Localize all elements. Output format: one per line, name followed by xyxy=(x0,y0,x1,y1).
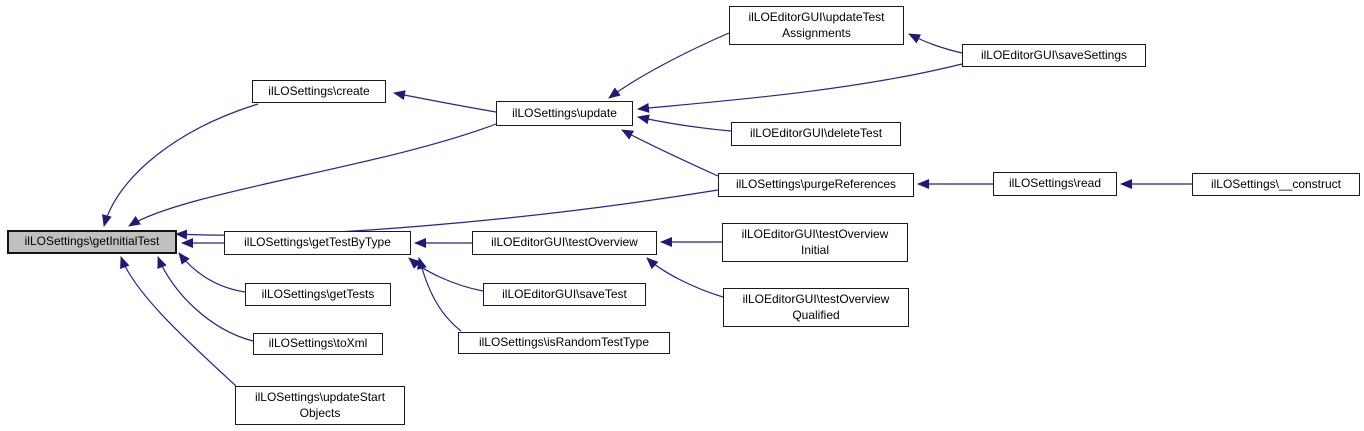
edge-savesettings-to-updatetestassignments xyxy=(908,33,963,54)
node-label: ilLOSettings\purgeReferences xyxy=(735,177,897,192)
edge-updatetestassignments-to-update xyxy=(608,32,730,99)
node-illosettings-toxml[interactable]: ilLOSettings\toXml xyxy=(253,333,383,355)
node-label: ilLOEditorGUI\saveSettings xyxy=(980,47,1128,62)
node-label: ilLOEditorGUI\updateTest xyxy=(748,9,885,24)
node-label: ilLOSettings\update xyxy=(512,105,617,120)
node-label: ilLOSettings\toXml xyxy=(268,336,368,351)
node-illosettings-update[interactable]: ilLOSettings\update xyxy=(496,101,633,126)
node-label: ilLOEditorGUI\testOverview xyxy=(741,226,889,241)
node-label-line2: Objects xyxy=(299,405,341,420)
node-illosettings-read[interactable]: ilLOSettings\read xyxy=(993,172,1117,196)
node-illosettings-israndomtesttype[interactable]: ilLOSettings\isRandomTestType xyxy=(458,332,670,354)
node-illoeditorgui-testoverviewqualified[interactable]: ilLOEditorGUI\testOverview Qualified xyxy=(723,288,909,327)
node-illoeditorgui-savetest[interactable]: ilLOEditorGUI\saveTest xyxy=(483,283,646,306)
edge-updatestartobjects-to-getinitialtest xyxy=(120,256,237,387)
node-illoeditorgui-testoverviewinitial[interactable]: ilLOEditorGUI\testOverview Initial xyxy=(722,223,908,262)
edge-testoverviewqualified-to-testoverview xyxy=(646,257,724,298)
node-label: ilLOEditorGUI\deleteTest xyxy=(749,126,883,141)
edge-update-to-getinitialtest xyxy=(128,123,497,227)
edge-create-to-getinitialtest xyxy=(102,103,259,227)
node-illoeditorgui-updatetestassignments[interactable]: ilLOEditorGUI\updateTest Assignments xyxy=(729,6,904,45)
node-illosettings-gettestbytype[interactable]: ilLOSettings\getTestByType xyxy=(224,231,411,255)
node-label: ilLOEditorGUI\testOverview xyxy=(742,291,890,306)
node-label: ilLOSettings\updateStart xyxy=(254,389,386,404)
node-illoeditorgui-testoverview[interactable]: ilLOEditorGUI\testOverview xyxy=(472,231,657,255)
node-illosettings-create[interactable]: ilLOSettings\create xyxy=(252,80,386,103)
node-label: ilLOSettings\create xyxy=(268,83,370,98)
edge-update-to-create xyxy=(393,90,497,113)
node-label: ilLOEditorGUI\saveTest xyxy=(502,286,627,301)
node-illosettings-purgereferences[interactable]: ilLOSettings\purgeReferences xyxy=(718,173,914,197)
node-illosettings-updatestartobjects[interactable]: ilLOSettings\updateStart Objects xyxy=(235,386,405,425)
node-label-line2: Assignments xyxy=(782,25,851,40)
node-label: ilLOSettings\getInitialTest xyxy=(24,234,160,249)
node-label: ilLOSettings\getTestByType xyxy=(244,235,391,250)
node-label: ilLOEditorGUI\testOverview xyxy=(491,235,638,250)
node-label: ilLOSettings\isRandomTestType xyxy=(478,335,650,350)
edge-savesettings-to-update xyxy=(637,63,963,113)
node-label-line2: Initial xyxy=(800,242,829,257)
edge-gettests-to-getinitialtest xyxy=(178,252,246,293)
node-label: ilLOSettings\read xyxy=(1008,176,1102,191)
edge-purgereferences-to-update xyxy=(621,129,719,177)
node-illoeditorgui-deletetest[interactable]: ilLOEditorGUI\deleteTest xyxy=(731,122,901,146)
node-label: ilLOSettings\getTests xyxy=(261,286,375,301)
node-illoeditorgui-savesettings[interactable]: ilLOEditorGUI\saveSettings xyxy=(962,44,1146,67)
node-label: ilLOSettings\__construct xyxy=(1210,176,1342,191)
node-label-line2: Qualified xyxy=(792,307,840,322)
node-illosettings-gettests[interactable]: ilLOSettings\getTests xyxy=(245,283,391,306)
edge-deletetest-to-update xyxy=(637,114,732,132)
edge-purgereferences-to-getinitialtest xyxy=(175,189,719,240)
node-illosettings-construct[interactable]: ilLOSettings\__construct xyxy=(1192,173,1360,196)
edge-israndomtesttype-to-gettestbytype xyxy=(417,257,462,332)
node-illosettings-getinitialtest: ilLOSettings\getInitialTest xyxy=(7,230,177,254)
edge-toxml-to-getinitialtest xyxy=(157,256,254,342)
edge-savetest-to-gettestbytype xyxy=(408,257,484,292)
